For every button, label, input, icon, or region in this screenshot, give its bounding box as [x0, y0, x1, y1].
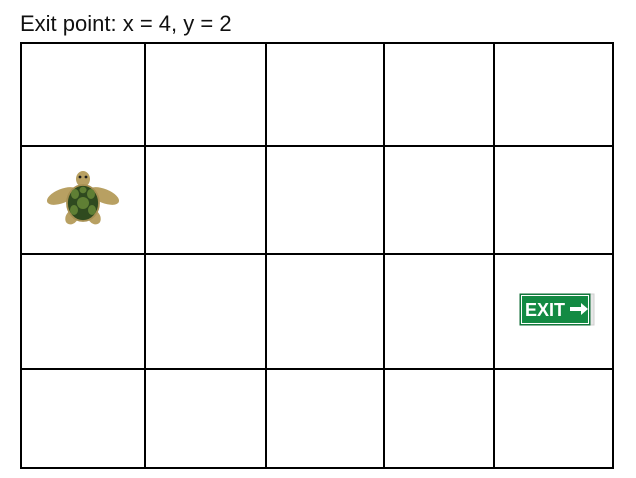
exit-sign-label: EXIT [525, 300, 565, 320]
page-title: Exit point: x = 4, y = 2 [20, 11, 232, 36]
exit-sign-icon: EXIT [519, 293, 595, 326]
arrow-right-icon [570, 303, 588, 315]
grid-border [20, 42, 614, 469]
turtle-icon [46, 171, 120, 225]
grid-lines [20, 42, 614, 469]
